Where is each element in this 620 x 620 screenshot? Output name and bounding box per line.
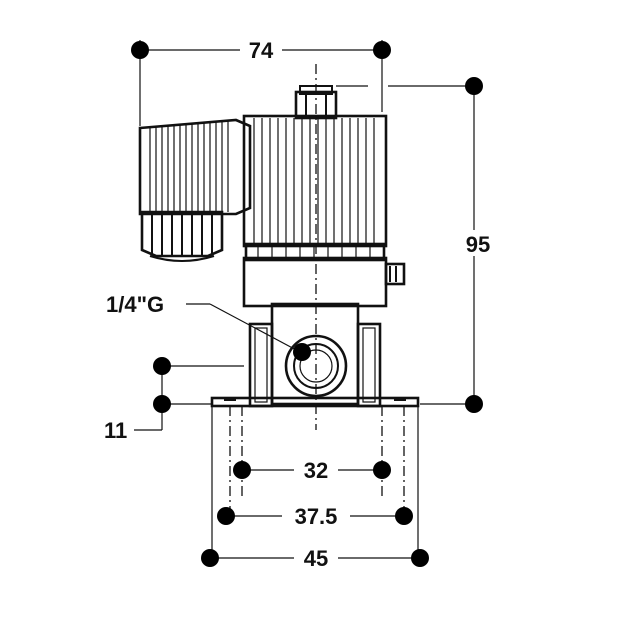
dimension-95: 95 [458, 77, 498, 413]
solenoid-coil [242, 114, 388, 248]
label-thread: 1/4"G [106, 292, 164, 317]
mounting-bracket [210, 322, 420, 408]
dimension-32: 32 [233, 458, 391, 483]
connector-plug [138, 118, 252, 262]
label-45: 45 [304, 546, 328, 571]
label-37-5: 37.5 [295, 504, 338, 529]
label-11: 11 [104, 418, 127, 443]
center-lines [229, 64, 405, 520]
dimension-11: 11 [104, 357, 171, 443]
extension-lines [139, 40, 472, 566]
label-32: 32 [304, 458, 328, 483]
dimension-37-5: 37.5 [217, 504, 413, 529]
dimension-thread: 1/4"G [106, 292, 311, 361]
label-74: 74 [249, 38, 274, 63]
dimension-74: 74 [131, 38, 391, 63]
dimension-45: 45 [201, 546, 429, 571]
label-95: 95 [466, 232, 490, 257]
